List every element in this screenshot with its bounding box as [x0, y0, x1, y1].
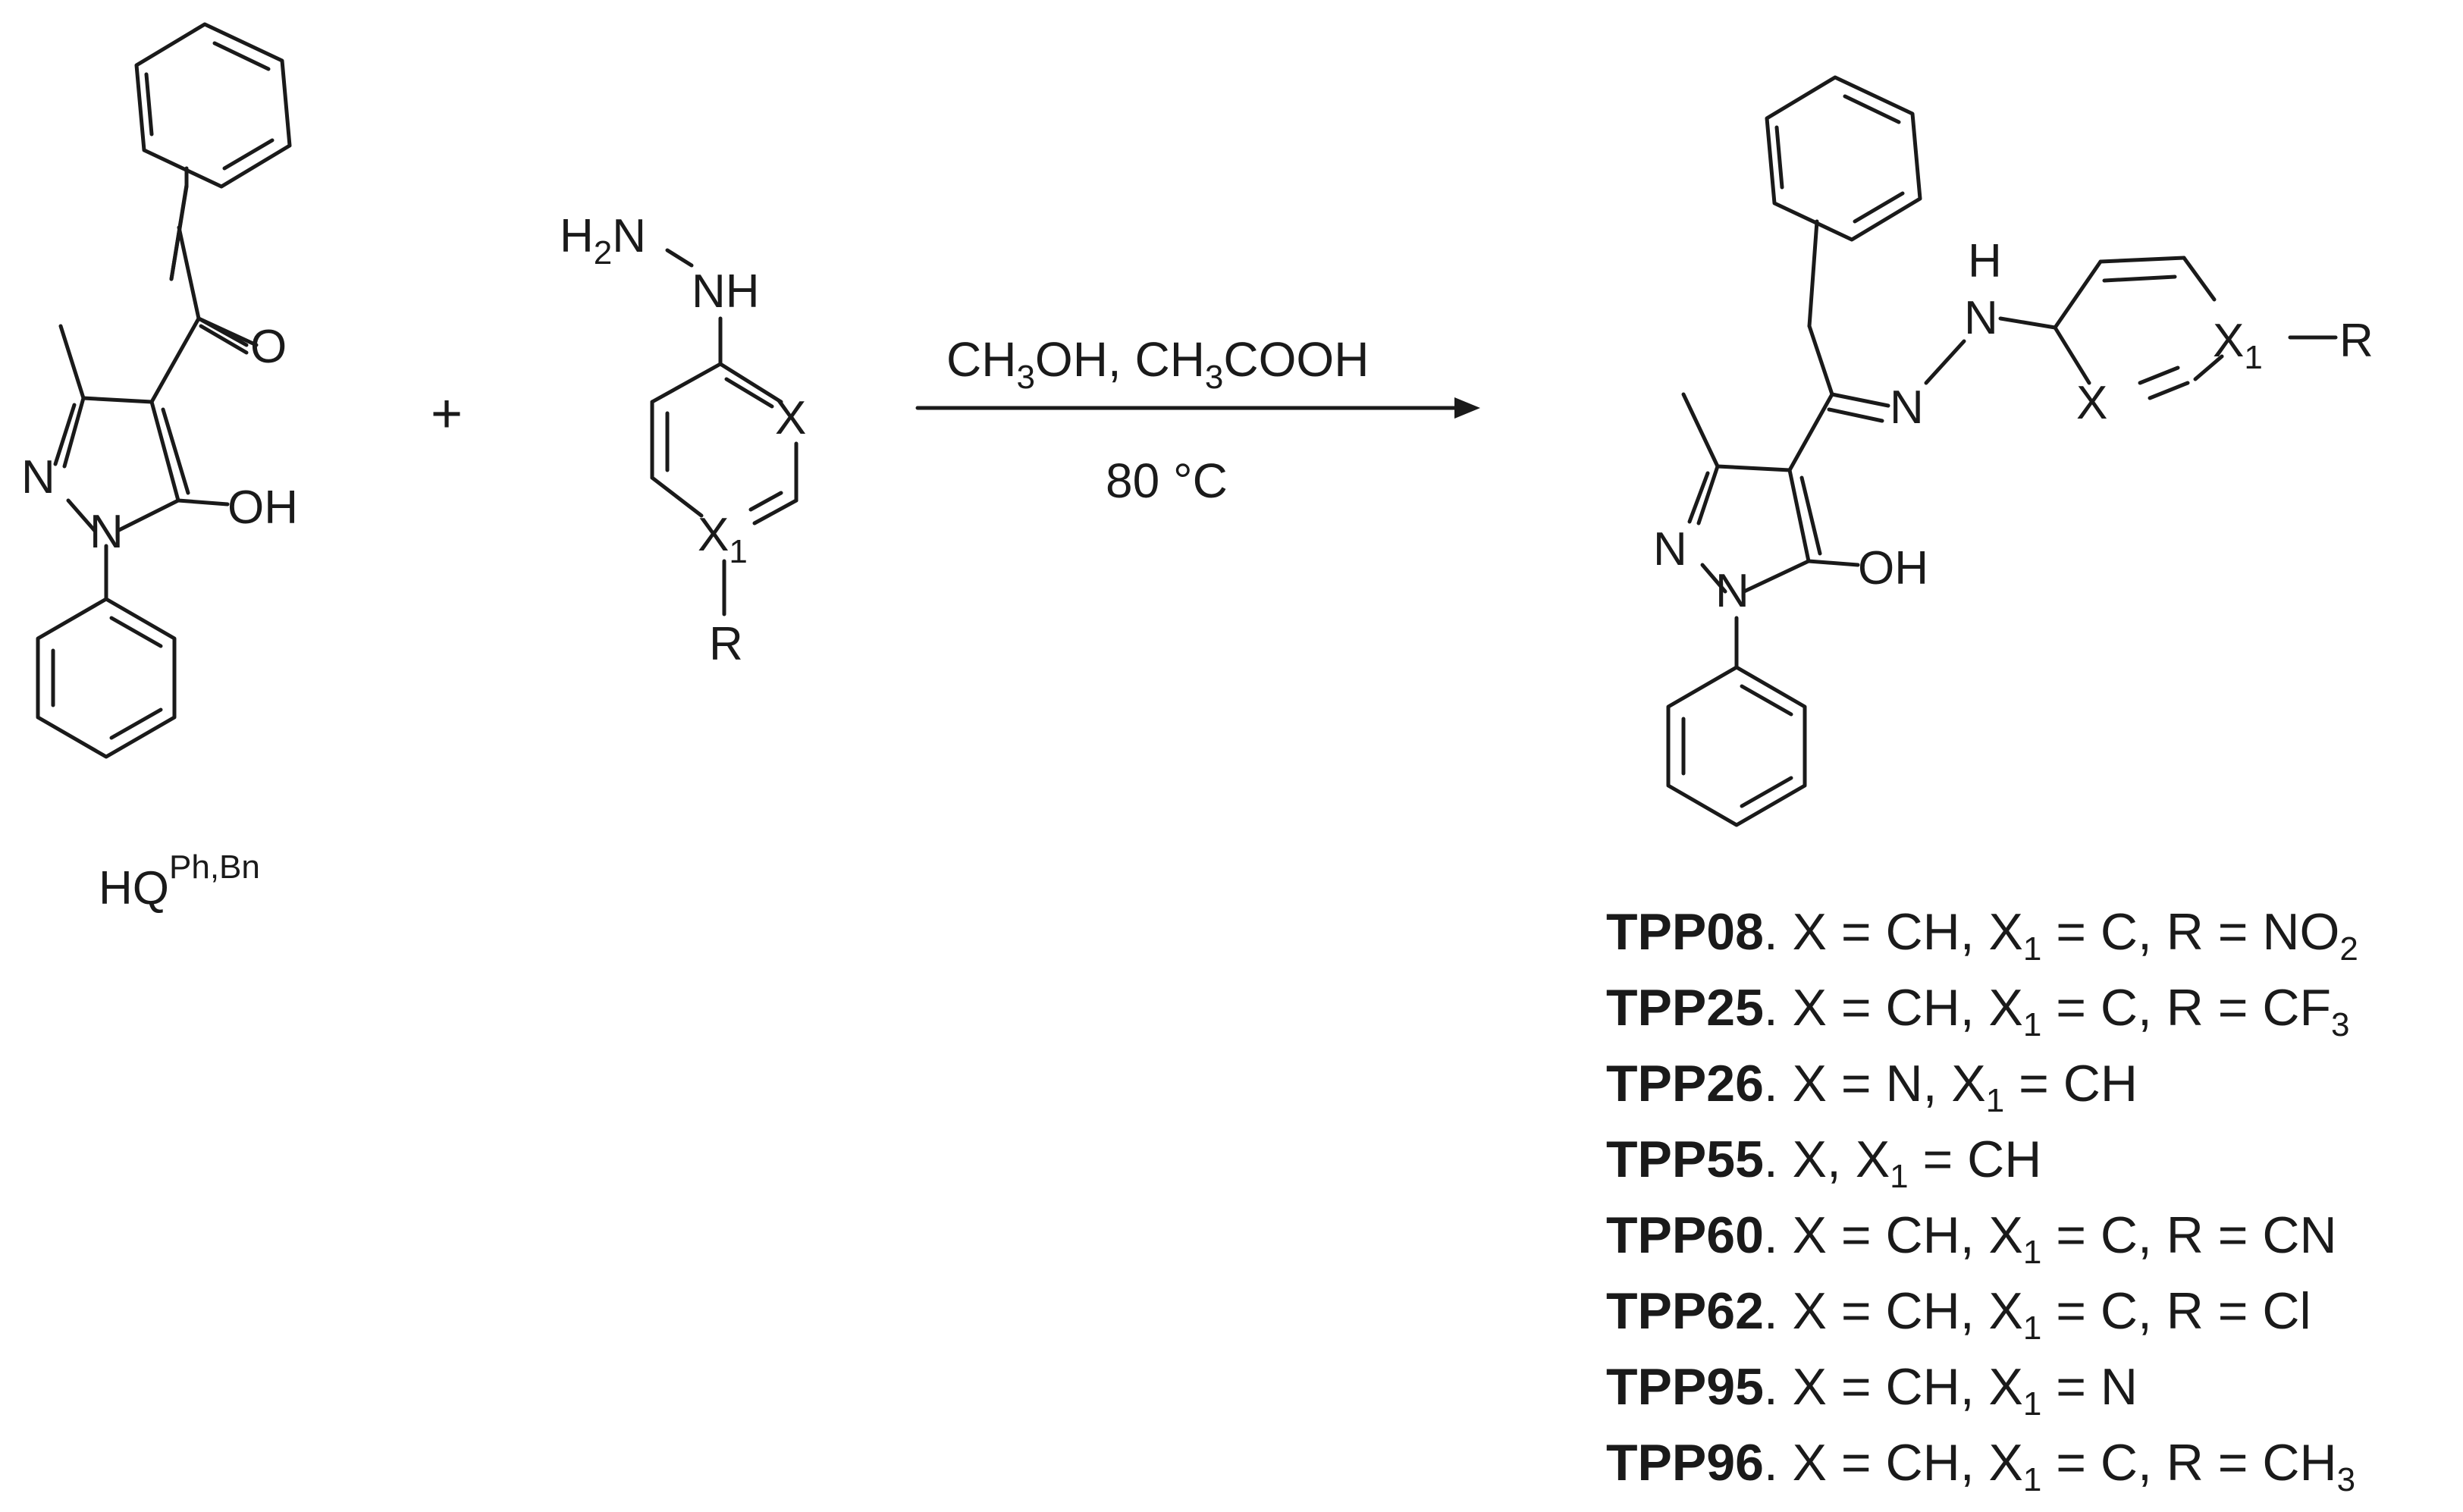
imine-n-label: N	[1890, 381, 1924, 434]
condition-temperature: 80 °C	[1106, 453, 1228, 508]
plus-sign: +	[431, 384, 463, 444]
nh-label: NH	[692, 265, 760, 318]
condition-reagents: CH3OH, CH3COOH	[946, 332, 1369, 396]
compound-row: TPP62. X = CH, X1 = C, R = Cl	[1606, 1282, 2311, 1347]
x1-label: X1	[698, 509, 748, 570]
reaction-arrow: CH3OH, CH3COOH 80 °C	[915, 332, 1480, 508]
reactant-hq-structure: O N N OH HQPh,Bn	[21, 22, 298, 914]
product-structure: N H N X1 R X	[1653, 75, 2374, 827]
benzyl-phenyl-ring	[134, 22, 292, 189]
x-label: X	[775, 392, 806, 444]
product-benzyl-ring	[1765, 75, 1922, 242]
product-n2-label: N	[1653, 523, 1687, 576]
compound-row: TPP60. X = CH, X1 = C, R = CN	[1606, 1206, 2337, 1271]
compound-row: TPP25. X = CH, X1 = C, R = CF3	[1606, 979, 2350, 1043]
carbonyl-oxygen-label: O	[250, 321, 287, 373]
product-x-label: X	[2076, 377, 2107, 429]
n-phenyl-ring	[36, 597, 177, 759]
compound-row: TPP96. X = CH, X1 = C, R = CH3	[1606, 1434, 2355, 1498]
product-oh-label: OH	[1858, 542, 1928, 594]
product-r-label: R	[2339, 315, 2374, 367]
product-aryl-ring	[2053, 256, 2224, 400]
h2n-label: H2N	[560, 210, 646, 271]
nh-n-label: N	[1964, 292, 1998, 344]
pyrazolone-ring	[53, 316, 230, 533]
r-label: R	[709, 618, 743, 670]
pyrazole-n1-label: N	[89, 506, 124, 558]
pyrazole-n2-label: N	[21, 451, 55, 503]
product-n-phenyl-ring	[1666, 665, 1807, 827]
compound-row: TPP26. X = N, X1 = CH	[1606, 1055, 2138, 1119]
hydroxyl-label: OH	[227, 482, 298, 534]
reactant-hydrazine-structure: H2N NH X X1 R	[560, 210, 806, 670]
aryl-ring	[650, 362, 799, 525]
reactant1-name: HQPh,Bn	[99, 849, 260, 914]
compound-list: TPP08. X = CH, X1 = C, R = NO2 TPP25. X …	[1606, 903, 2358, 1498]
product-n1-label: N	[1715, 565, 1749, 617]
compound-row: TPP95. X = CH, X1 = N	[1606, 1358, 2138, 1423]
compound-row: TPP55. X, X1 = CH	[1606, 1131, 2041, 1195]
product-x1-label: X1	[2213, 315, 2263, 376]
product-pyrazolone-ring	[1681, 392, 1860, 594]
compound-row: TPP08. X = CH, X1 = C, R = NO2	[1606, 903, 2358, 968]
nh-h-label: H	[1968, 235, 2002, 287]
